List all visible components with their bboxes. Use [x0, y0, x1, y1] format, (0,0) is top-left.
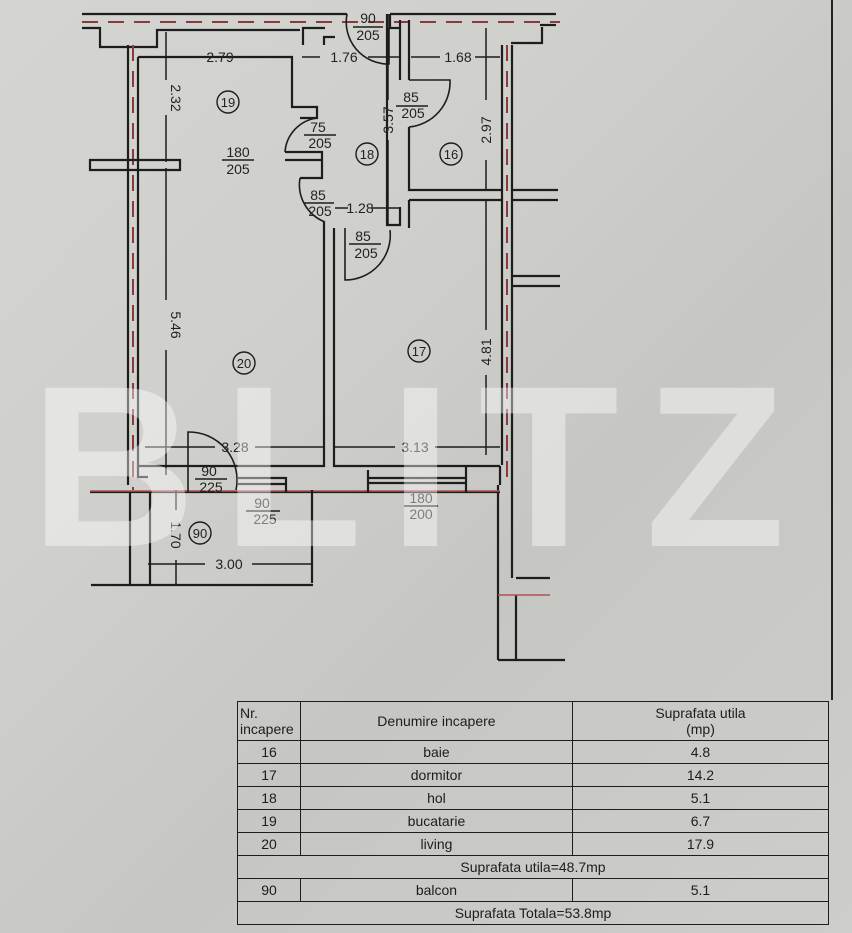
svg-text:205: 205 — [308, 135, 332, 151]
header-room-number: Nr. incapere — [237, 701, 301, 741]
cell-name: living — [299, 832, 573, 856]
table-header-row: Nr. incapere Denumire incapere Suprafata… — [237, 701, 830, 741]
svg-text:180: 180 — [409, 490, 433, 506]
cell-nr: 18 — [237, 786, 301, 810]
opening-living-window: 90 225 — [246, 495, 280, 527]
dim-bath-width: 1.68 — [444, 49, 471, 65]
room-number-17: 17 — [412, 344, 426, 359]
cell-name: dormitor — [299, 763, 573, 787]
floor-plan: 19 18 16 20 17 90 2.79 1.76 1.68 2.32 3.… — [82, 10, 565, 662]
opening-balcony-door: 90 225 — [195, 463, 227, 495]
cell-area: 6.7 — [571, 809, 830, 833]
cell-area: 5.1 — [571, 786, 830, 810]
cell-area: 17.9 — [571, 832, 830, 856]
svg-text:205: 205 — [226, 161, 250, 177]
cell-nr: 17 — [237, 763, 301, 787]
dim-hall-depth: 3.57 — [380, 106, 396, 133]
sheet-border-line — [831, 0, 833, 700]
table-row: 20 living 17.9 — [237, 832, 830, 856]
room-number-18: 18 — [360, 147, 374, 162]
svg-text:205: 205 — [401, 105, 425, 121]
dim-bedroom-depth: 4.81 — [478, 338, 494, 365]
dim-bath-depth: 2.97 — [478, 116, 494, 143]
dim-hall-width: 1.76 — [330, 49, 357, 65]
dim-hall-lower-width: 1.28 — [346, 200, 373, 216]
svg-text:205: 205 — [356, 27, 380, 43]
svg-text:85: 85 — [310, 187, 326, 203]
svg-text:90: 90 — [360, 10, 376, 26]
svg-text:85: 85 — [403, 89, 419, 105]
room-area-table: Nr. incapere Denumire incapere Suprafata… — [237, 701, 830, 925]
total-row: Suprafata Totala=53.8mp — [237, 901, 829, 925]
header-usable-area: Suprafata utila (mp) — [571, 701, 830, 741]
opening-bedroom-door: 85 205 — [349, 228, 381, 261]
door-swings — [187, 13, 451, 492]
dim-kitchen-width: 2.79 — [206, 49, 233, 65]
svg-text:90: 90 — [254, 495, 270, 511]
opening-top-entry: 90 205 — [353, 10, 383, 43]
interior-walls — [90, 14, 502, 587]
cell-nr: 90 — [237, 878, 301, 902]
table-row: 16 baie 4.8 — [237, 740, 830, 764]
svg-text:225: 225 — [199, 479, 223, 495]
svg-text:205: 205 — [308, 203, 332, 219]
cell-name: hol — [299, 786, 573, 810]
opening-kitchen-door: 75 205 — [304, 119, 336, 151]
opening-bedroom-window: 180 200 — [404, 490, 438, 522]
svg-text:180: 180 — [226, 144, 250, 160]
table-row: 18 hol 5.1 — [237, 786, 830, 810]
exterior-walls — [82, 12, 565, 662]
table-row: 19 bucatarie 6.7 — [237, 809, 830, 833]
svg-text:85: 85 — [355, 228, 371, 244]
cell-name: bucatarie — [299, 809, 573, 833]
header-room-name: Denumire incapere — [299, 701, 573, 741]
dim-living-depth: 5.46 — [168, 311, 184, 338]
svg-text:75: 75 — [310, 119, 326, 135]
svg-text:205: 205 — [354, 245, 378, 261]
dim-kitchen-depth: 2.32 — [168, 84, 184, 111]
dim-bedroom-width: 3.13 — [401, 439, 428, 455]
room-number-16: 16 — [444, 147, 458, 162]
cell-nr: 20 — [237, 832, 301, 856]
balcony-row: 90 balcon 5.1 — [237, 878, 830, 902]
cell-area: 5.1 — [571, 878, 830, 902]
dim-balcony-depth: 1.70 — [168, 521, 184, 548]
dim-living-width: 3.28 — [221, 439, 248, 455]
opening-living-door: 85 205 — [304, 187, 334, 219]
cell-area: 4.8 — [571, 740, 830, 764]
subtotal-text: Suprafata utila=48.7mp — [237, 855, 829, 879]
dimension-lines — [140, 28, 500, 585]
cell-nr: 16 — [237, 740, 301, 764]
subtotal-row: Suprafata utila=48.7mp — [237, 855, 829, 879]
cell-name: balcon — [299, 878, 573, 902]
dim-balcony-width: 3.00 — [215, 556, 242, 572]
table-row: 17 dormitor 14.2 — [237, 763, 830, 787]
svg-text:225: 225 — [253, 511, 277, 527]
room-number-20: 20 — [237, 356, 251, 371]
room-number-19: 19 — [221, 95, 235, 110]
cell-name: baie — [299, 740, 573, 764]
opening-bath-door: 85 205 — [396, 89, 428, 121]
room-number-90: 90 — [193, 526, 207, 541]
cell-nr: 19 — [237, 809, 301, 833]
cell-area: 14.2 — [571, 763, 830, 787]
room-markers — [188, 90, 463, 545]
svg-text:90: 90 — [201, 463, 217, 479]
svg-text:200: 200 — [409, 506, 433, 522]
opening-kitchen-passage: 180 205 — [222, 144, 254, 177]
total-text: Suprafata Totala=53.8mp — [237, 901, 829, 925]
